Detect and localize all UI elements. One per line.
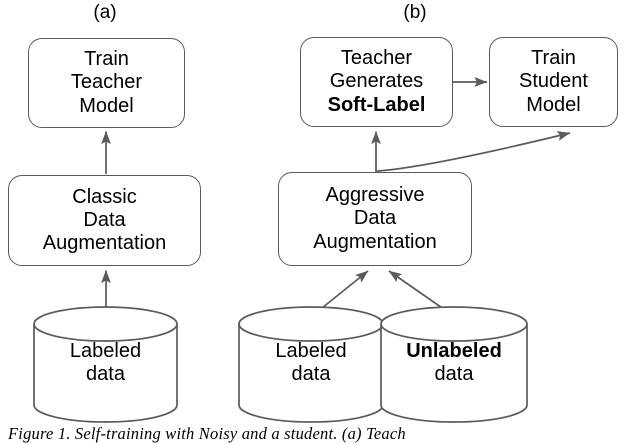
node-train-teacher-model[interactable]: Train Teacher Model [28, 38, 185, 128]
node-train-teacher-model-line3: Model [79, 94, 134, 117]
panel-label-a: (a) [75, 2, 135, 24]
node-classic-data-augmentation-line2: Data [83, 208, 126, 231]
node-train-student-model-line3: Model [526, 93, 581, 116]
panel-label-b: (b) [385, 2, 445, 24]
node-teacher-generates-soft-label[interactable]: Teacher Generates Soft-Label [300, 37, 453, 127]
node-classic-data-augmentation-line1: Classic [72, 185, 137, 208]
edge-unlabeled-to-aggressive [388, 270, 449, 313]
node-train-student-model[interactable]: Train Student Model [489, 37, 618, 127]
cylinder-labeled-a [33, 306, 178, 423]
panel-label-a-text: (a) [93, 2, 117, 23]
cylinder-labeled-b [238, 306, 384, 423]
node-teacher-generates-soft-label-line1: Teacher [340, 47, 413, 70]
edge-labeled-b-to-aggressive [316, 270, 369, 313]
panel-label-b-text: (b) [403, 2, 427, 23]
node-aggressive-data-augmentation-line1: Aggressive [325, 184, 425, 207]
node-train-student-model-line2: Student [519, 70, 588, 93]
edge-aggressive-to-student-curved [376, 131, 571, 172]
node-classic-data-augmentation[interactable]: Classic Data Augmentation [8, 175, 201, 266]
node-train-teacher-model-line1: Train [84, 48, 129, 71]
node-aggressive-data-augmentation-line3: Augmentation [313, 230, 437, 253]
node-teacher-generates-soft-label-line2: Generates [329, 70, 424, 93]
node-train-student-model-line1: Train [531, 47, 576, 70]
node-teacher-generates-soft-label-line3: Soft-Label [327, 93, 426, 116]
node-aggressive-data-augmentation-line2: Data [353, 207, 397, 230]
node-aggressive-data-augmentation[interactable]: Aggressive Data Augmentation [278, 172, 472, 266]
node-train-teacher-model-line2: Teacher [70, 71, 143, 94]
node-classic-data-augmentation-line3: Augmentation [42, 232, 167, 255]
cylinder-unlabeled-b [380, 306, 528, 423]
figure-caption: Figure 1. Self-training with Noisy and a… [8, 424, 406, 443]
